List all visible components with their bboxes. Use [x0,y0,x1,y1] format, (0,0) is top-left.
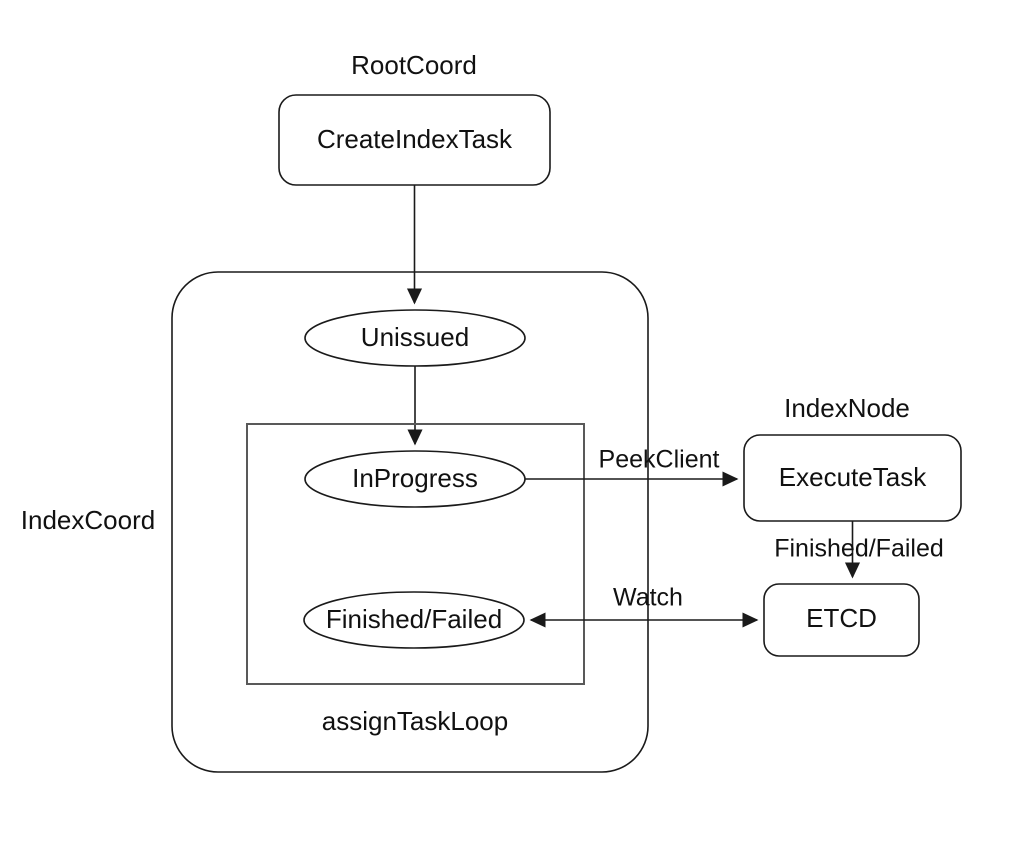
etcd-label: ETCD [806,603,877,633]
execute-task-label: ExecuteTask [779,462,927,492]
edge-etcd-to-finishedfailed: Watch [529,584,759,628]
group-label-indexnode: IndexNode [784,393,910,423]
group-container-indexcoord [171,271,649,773]
node-finished-failed[interactable]: Finished/Failed [303,591,525,649]
group-container-assigntaskloop [246,423,585,685]
etcd-shape[interactable] [763,583,920,657]
finished-failed-shape[interactable] [303,591,525,649]
group-label-assigntaskloop: assignTaskLoop [322,706,508,736]
inprogress-label: InProgress [352,463,478,493]
unissued-label: Unissued [361,322,469,352]
node-inprogress[interactable]: InProgress [304,450,526,508]
edge-inprogress-to-executetask: PeekClient [525,446,739,487]
create-index-task-label: CreateIndexTask [317,124,513,154]
edge-label-watch: Watch [613,584,683,612]
node-create-index-task[interactable]: CreateIndexTask [278,94,551,186]
edge-executetask-to-etcd: Finished/Failed [774,521,944,579]
node-etcd[interactable]: ETCD [763,583,920,657]
group-label-indexcoord: IndexCoord [21,505,155,535]
edge-label-peekclient: PeekClient [599,446,720,474]
group-label-rootcoord: RootCoord [351,50,477,80]
node-unissued[interactable]: Unissued [304,309,526,367]
node-execute-task[interactable]: ExecuteTask [743,434,962,522]
edge-label-finished-failed: Finished/Failed [774,535,944,563]
finished-failed-label: Finished/Failed [326,604,502,634]
